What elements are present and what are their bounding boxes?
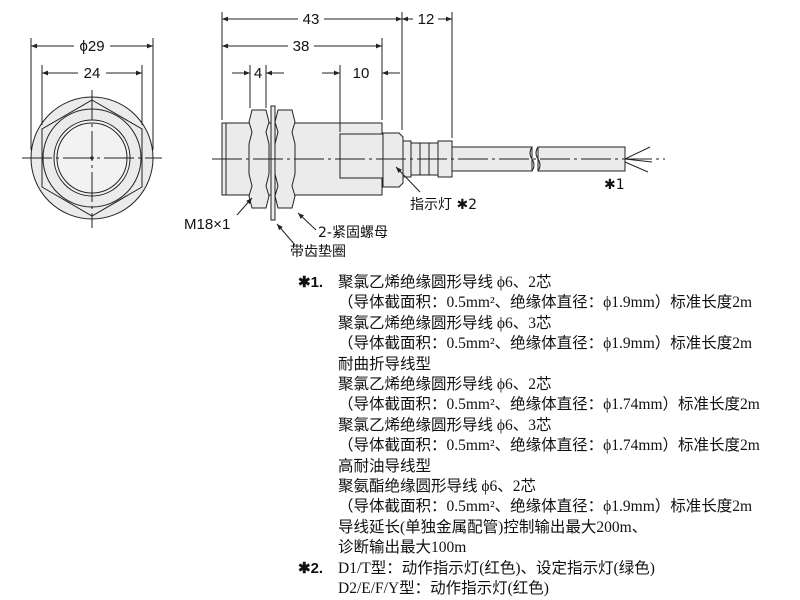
- dim-outer-diameter: ϕ29: [79, 38, 104, 55]
- front-view: [22, 38, 162, 228]
- note-line: 诊断输出最大100m: [338, 539, 467, 557]
- note-line: （导体截面积：0.5mm²、绝缘体直径：ϕ1.9mm）标准长度2m: [338, 498, 753, 516]
- note-line: （导体截面积：0.5mm²、绝缘体直径：ϕ1.9mm）标准长度2m: [338, 294, 753, 312]
- dim-nut-thickness: 4: [254, 65, 262, 82]
- note-line: D2/E/F/Y型：动作指示灯(红色): [338, 580, 549, 597]
- dim-total-length: 43: [303, 11, 320, 28]
- label-thread: M18×1: [184, 216, 230, 233]
- label-indicator: 指示灯 ✱2: [410, 197, 477, 213]
- note-1-mark: ✱1.: [298, 274, 324, 291]
- note-line: D1/T型：动作指示灯(红色)、设定指示灯(绿色): [338, 559, 655, 577]
- note-line: 聚氯乙烯绝缘圆形导线 ϕ6、2芯: [338, 376, 552, 393]
- note-line: 聚氯乙烯绝缘圆形导线 ϕ6、2芯: [338, 274, 552, 291]
- note-line: （导体截面积：0.5mm²、绝缘体直径：ϕ1.9mm）标准长度2m: [338, 335, 753, 353]
- label-nuts: 2-紧固螺母: [318, 225, 388, 241]
- note-line: 聚氯乙烯绝缘圆形导线 ϕ6、3芯: [338, 314, 552, 332]
- note-2-mark: ✱2.: [298, 560, 324, 577]
- note-line: 导线延长(单独金属配管)控制输出最大200m、: [338, 518, 648, 536]
- dim-boot-length: 12: [418, 11, 435, 28]
- label-cable: ✱1: [604, 177, 625, 193]
- dim-hex-width: 24: [84, 65, 101, 82]
- dim-indicator-length: 10: [353, 65, 370, 82]
- label-washer: 带齿垫圈: [290, 244, 346, 260]
- note-line: 耐曲折导线型: [338, 355, 432, 373]
- note-line: 聚氯乙烯绝缘圆形导线 ϕ6、3芯: [338, 416, 552, 434]
- note-line: （导体截面积：0.5mm²、绝缘体直径：ϕ1.74mm）标准长度2m: [338, 437, 760, 455]
- side-view: [212, 12, 665, 246]
- dim-body-length: 38: [293, 38, 310, 55]
- note-line: （导体截面积：0.5mm²、绝缘体直径：ϕ1.74mm）标准长度2m: [338, 396, 760, 414]
- note-line: 高耐油导线型: [338, 457, 432, 475]
- note-line: 聚氨酯绝缘圆形导线 ϕ6、2芯: [338, 478, 537, 495]
